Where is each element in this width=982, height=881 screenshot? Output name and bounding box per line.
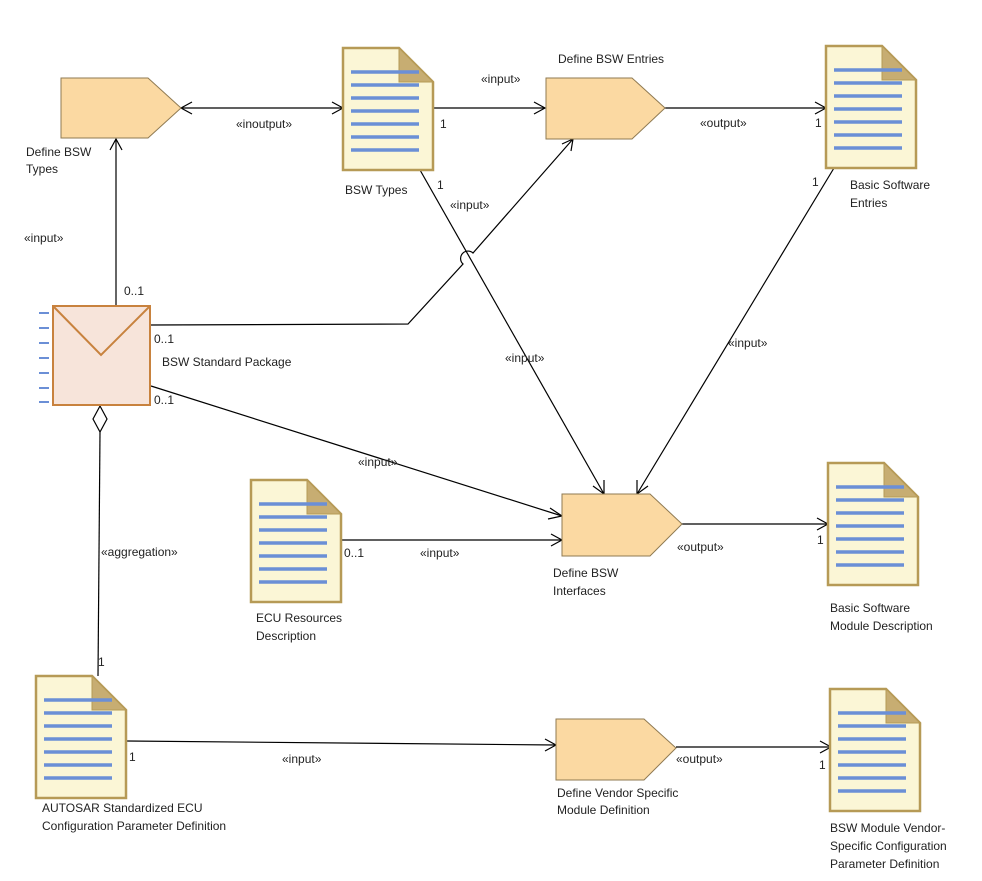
doc-bsw-module-vendor-specific: [828, 687, 922, 813]
multiplicity: 1: [440, 117, 447, 131]
package-side-ticks: [39, 312, 49, 403]
conn-label-output: «output»: [676, 752, 723, 766]
multiplicity: 1: [129, 750, 136, 764]
doc-basic-software-entries: [824, 44, 918, 170]
doc-bsw-types: [341, 46, 435, 172]
edge-aggregation: [97, 431, 101, 677]
edge-entries-to-interfaces: [636, 167, 835, 495]
task-label-define-bsw-types: Define BSW Types: [26, 145, 95, 176]
conn-label-inoutput: «inoutput»: [236, 117, 292, 131]
doc-label-bsw-types: BSW Types: [345, 183, 407, 197]
task-define-vendor-specific: [555, 718, 677, 781]
multiplicity: 0..1: [344, 546, 364, 560]
multiplicity: 1: [437, 178, 444, 192]
doc-basic-software-module-description: [826, 461, 920, 587]
multiplicity: 1: [819, 758, 826, 772]
task-label-define-bsw-entries: Define BSW Entries: [558, 52, 664, 66]
doc-label-basic-software-module-description: Basic Software Module Description: [830, 601, 933, 633]
conn-label-input: «input»: [728, 336, 768, 350]
conn-label-input: «input»: [481, 72, 521, 86]
multiplicity: 1: [812, 175, 819, 189]
conn-label-input: «input»: [420, 546, 460, 560]
edge-package-to-interfaces: [150, 385, 563, 517]
multiplicity: 1: [817, 533, 824, 547]
task-label-define-vendor-specific: Define Vendor Specific Module Definition: [557, 786, 682, 817]
conn-label-input: «input»: [282, 752, 322, 766]
multiplicity: 1: [98, 655, 105, 669]
package-label-bsw-standard: BSW Standard Package: [162, 355, 292, 369]
doc-label-basic-software-entries: Basic Software Entries: [850, 178, 933, 210]
task-define-bsw-types: [60, 77, 182, 139]
conn-label-aggregation: «aggregation»: [101, 545, 178, 559]
edge-autosar-to-vendor-task: [125, 740, 557, 746]
multiplicity: 0..1: [154, 332, 174, 346]
conn-label-input: «input»: [358, 455, 398, 469]
task-define-bsw-interfaces: [561, 493, 683, 557]
conn-label-output: «output»: [700, 116, 747, 130]
conn-label-output: «output»: [677, 540, 724, 554]
conn-label-input: «input»: [24, 231, 64, 245]
doc-label-autosar-std-ecu-config: AUTOSAR Standardized ECU Configuration P…: [42, 801, 226, 833]
arrowhead: [109, 137, 123, 151]
edge-package-to-entries-task: [150, 138, 574, 326]
task-label-define-bsw-interfaces: Define BSW Interfaces: [553, 566, 622, 598]
conn-label-input: «input»: [505, 351, 545, 365]
doc-ecu-resources-description: [249, 478, 343, 604]
conn-label-input: «input»: [450, 198, 490, 212]
multiplicity: 1: [815, 116, 822, 130]
aggregation-diamond: [92, 404, 108, 434]
edge-types-to-interfaces: [419, 169, 605, 495]
package-bsw-standard: [39, 305, 151, 406]
doc-label-ecu-resources: ECU Resources Description: [256, 611, 345, 643]
multiplicity: 0..1: [154, 393, 174, 407]
doc-autosar-std-ecu-config: [34, 674, 128, 800]
doc-label-bsw-module-vendor-specific: BSW Module Vendor- Specific Configuratio…: [830, 821, 950, 871]
arrowhead: [533, 101, 547, 115]
multiplicity: 0..1: [124, 284, 144, 298]
task-define-bsw-entries: [545, 77, 666, 140]
